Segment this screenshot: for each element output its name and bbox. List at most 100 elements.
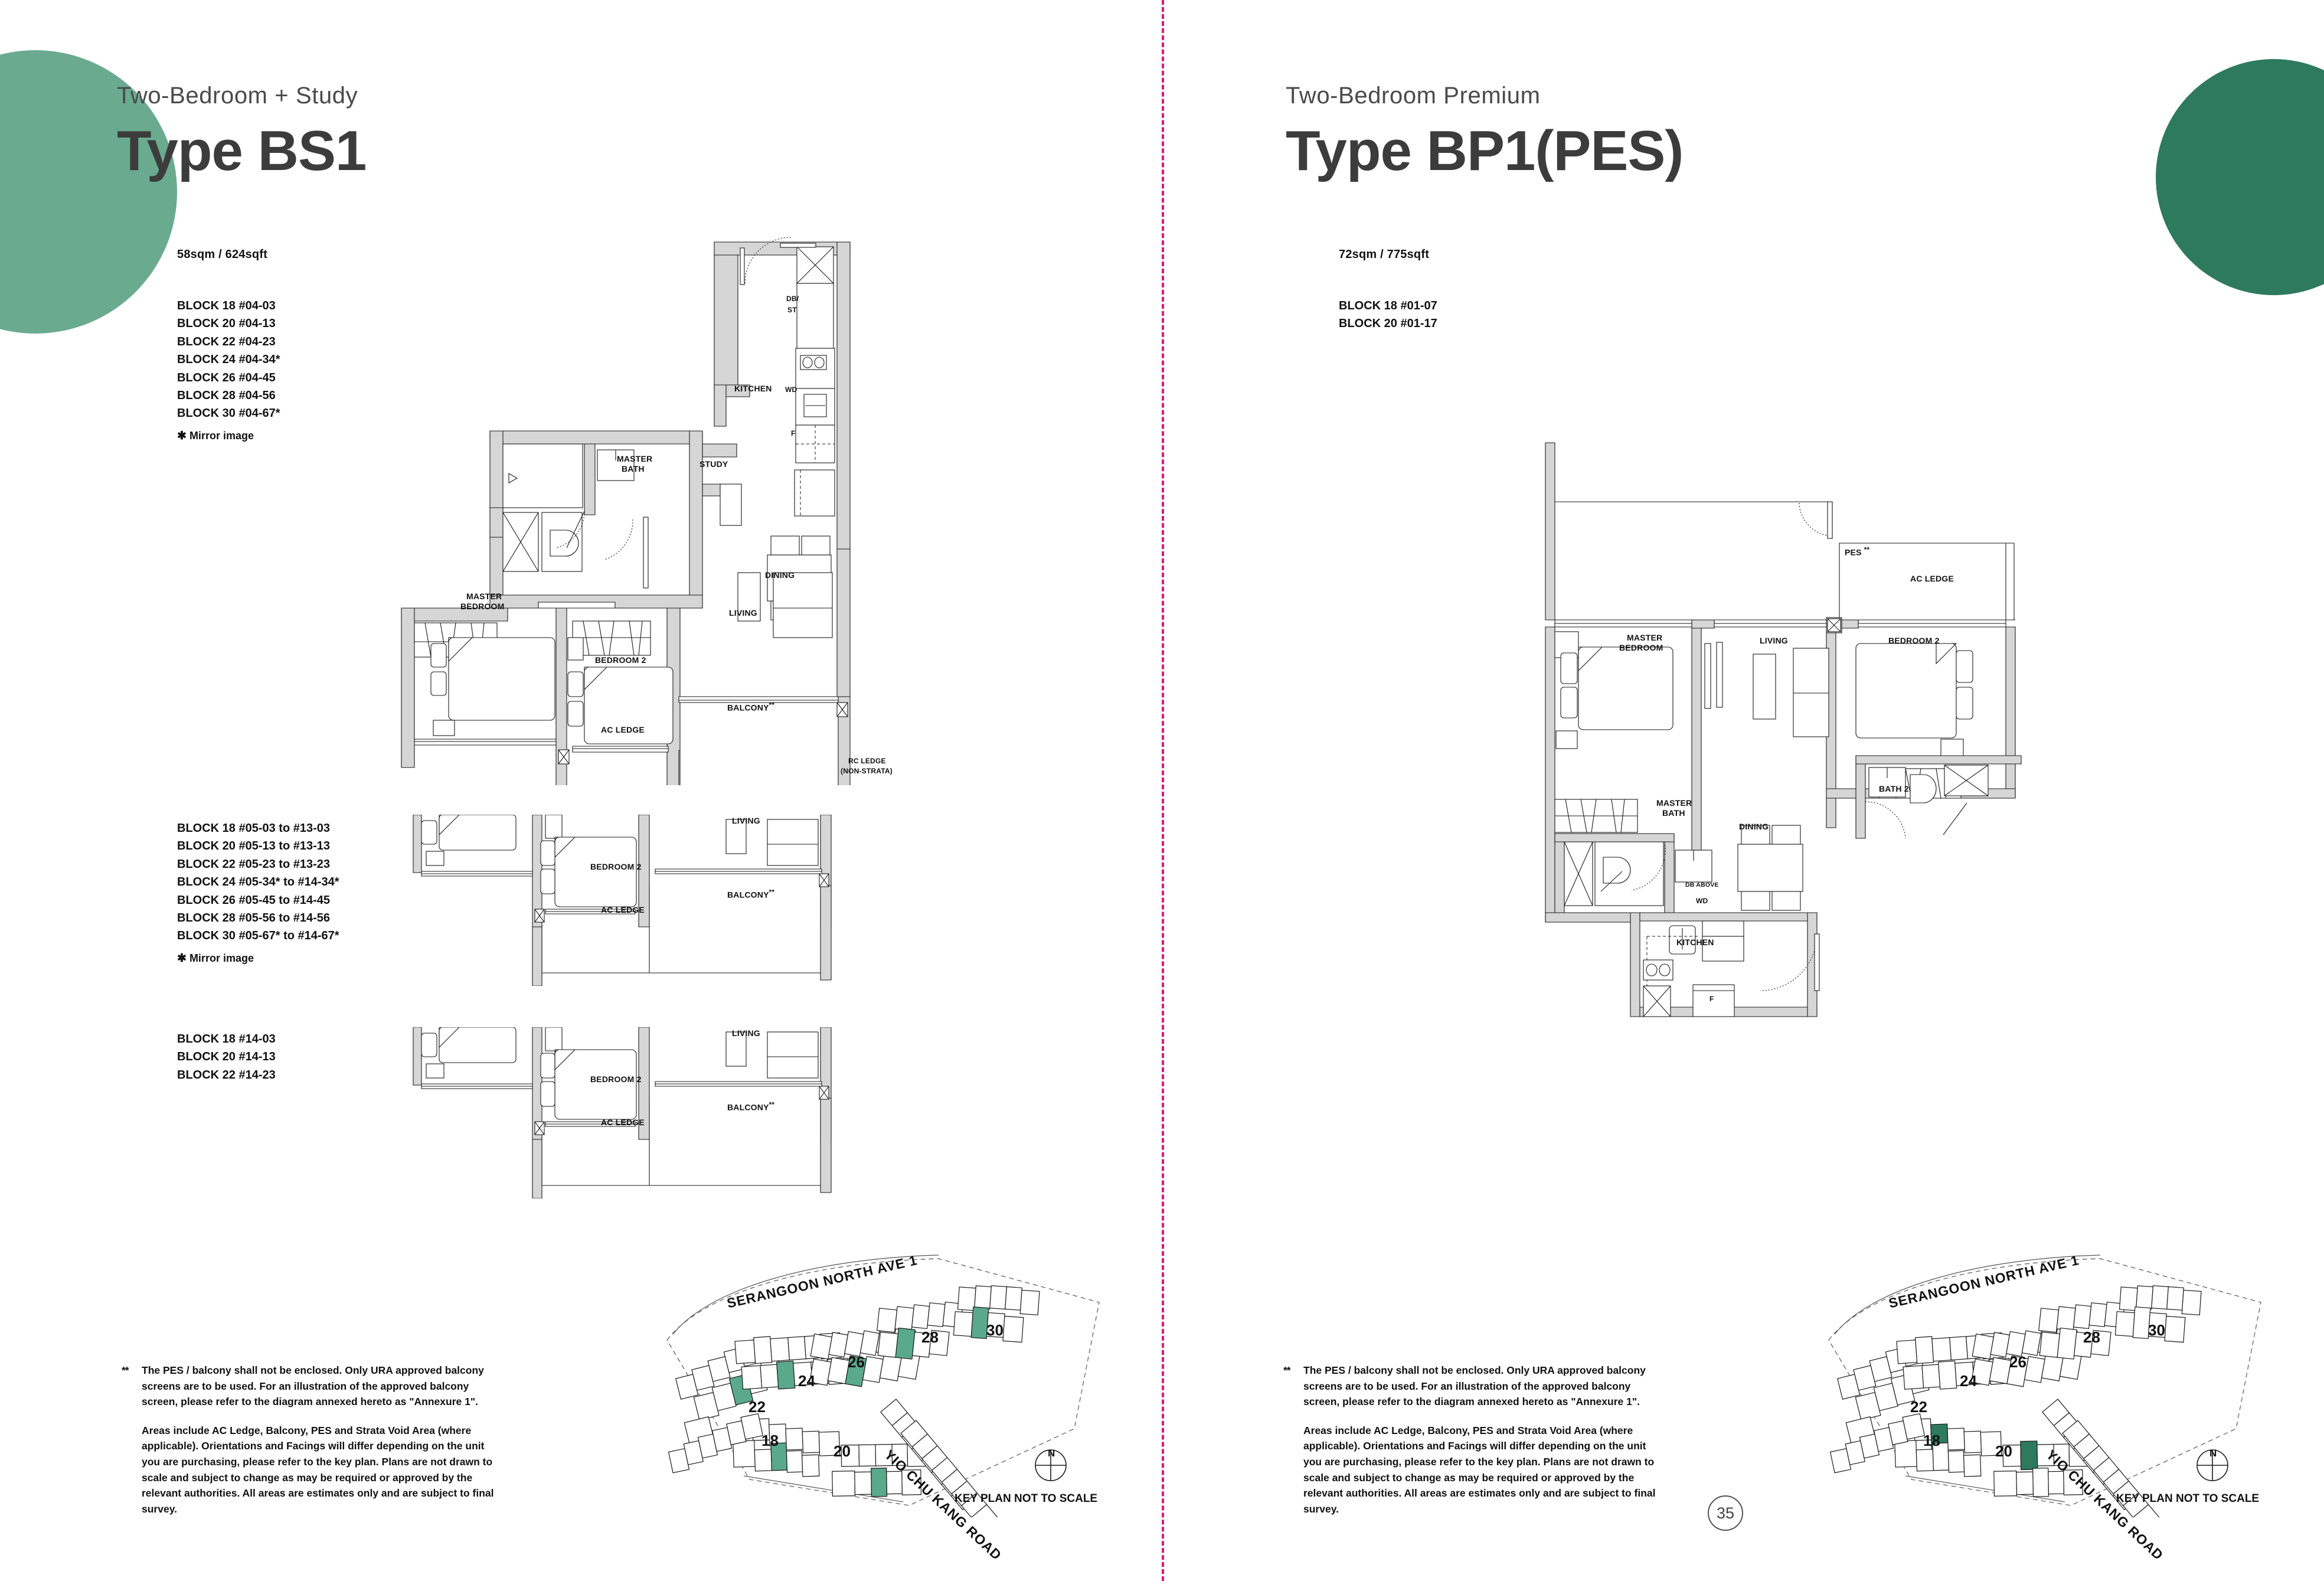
label-balcony: BALCONY** — [727, 1101, 775, 1112]
floor-plan-partial-3 — [407, 1027, 832, 1198]
label-bedroom-2: BEDROOM 2 — [590, 1074, 642, 1084]
block-line: BLOCK 26 #05-45 to #14-45 — [177, 893, 331, 907]
label-balcony: BALCONY** — [727, 701, 775, 713]
label-ac-ledge: AC LEDGE — [601, 905, 645, 914]
footnote-para-2: Areas include AC Ledge, Balcony, PES and… — [1283, 1423, 1661, 1517]
right-page: Two-Bedroom Premium Type BP1(PES) 72sqm … — [1162, 0, 2324, 1581]
key-plan-left — [661, 1252, 1110, 1517]
unit-category-label: Two-Bedroom Premium — [1286, 83, 1541, 109]
key-plan-block-30: 30 — [2148, 1321, 2165, 1339]
block-line: BLOCK 18 #01-07 — [1339, 299, 1437, 312]
block-line: BLOCK 22 #14-23 — [177, 1068, 276, 1082]
footnote-para-1-text: The PES / balcony shall not be enclosed.… — [142, 1364, 484, 1408]
key-plan-block-24: 24 — [798, 1372, 815, 1390]
key-plan-block-26: 26 — [2009, 1353, 2026, 1371]
key-plan-block-18: 18 — [761, 1432, 779, 1449]
balcony-footnote-mark: ** — [769, 889, 775, 896]
floor-plan-main-bs1 — [384, 230, 874, 785]
label-ac-ledge: AC LEDGE — [1910, 574, 1954, 583]
block-line: BLOCK 28 #05-56 to #14-56 — [177, 911, 331, 925]
label-db-above: DB ABOVE — [1685, 881, 1719, 889]
block-list-3: BLOCK 18 #14-03 BLOCK 20 #14-13 BLOCK 22… — [177, 1030, 276, 1084]
footnote-para-1: ** The PES / balcony shall not be enclos… — [122, 1363, 499, 1410]
right-page-header: Two-Bedroom Premium Type BP1(PES) — [1286, 83, 1684, 184]
label-dining: DINING — [765, 570, 795, 580]
label-master-bedroom-line2: BEDROOM — [1619, 643, 1663, 652]
label-living: LIVING — [729, 608, 757, 618]
block-line: BLOCK 24 #04-34* — [177, 353, 280, 367]
key-plan-block-18: 18 — [1923, 1432, 1940, 1449]
pes-footnote-mark: ** — [1864, 546, 1870, 554]
label-fridge: F — [791, 429, 796, 437]
label-bedroom-2: BEDROOM 2 — [590, 862, 642, 871]
label-kitchen: KITCHEN — [1676, 938, 1714, 947]
key-plan-block-20: 20 — [1995, 1442, 2012, 1460]
footnote-left: ** The PES / balcony shall not be enclos… — [122, 1363, 499, 1517]
block-line: BLOCK 20 #04-13 — [177, 317, 276, 331]
key-plan-block-26: 26 — [848, 1353, 865, 1371]
label-living: LIVING — [732, 816, 760, 825]
label-bath-2: BATH 2 — [1879, 784, 1909, 793]
label-pes: PES ** — [1845, 546, 1870, 557]
balcony-footnote-mark: ** — [769, 701, 775, 709]
block-line: BLOCK 24 #05-34* to #14-34* — [177, 876, 339, 889]
block-list-1: BLOCK 18 #01-07 BLOCK 20 #01-17 — [1339, 297, 1437, 333]
label-fridge: F — [1710, 995, 1714, 1003]
compass-north-label: N — [2209, 1448, 2217, 1459]
label-bedroom-2: BEDROOM 2 — [595, 655, 646, 665]
key-plan-block-20: 20 — [833, 1442, 851, 1460]
block-line: BLOCK 20 #01-17 — [1339, 317, 1437, 331]
label-rc-ledge-line2: (NON-STRATA) — [841, 767, 893, 775]
footnote-right: ** The PES / balcony shall not be enclos… — [1283, 1363, 1661, 1517]
block-line: BLOCK 18 #04-03 — [177, 299, 276, 312]
label-balcony: BALCONY** — [727, 889, 775, 900]
footnote-para-2: Areas include AC Ledge, Balcony, PES and… — [122, 1423, 499, 1517]
key-plan-right — [1823, 1252, 2271, 1517]
key-plan-block-22: 22 — [748, 1398, 766, 1416]
label-master-bedroom-line1: MASTER — [466, 592, 502, 601]
mirror-image-note: ✱ Mirror image — [177, 429, 254, 442]
footnote-asterisk-icon: ** — [122, 1364, 129, 1376]
label-ac-ledge: AC LEDGE — [601, 1118, 645, 1127]
block-line: BLOCK 28 #04-56 — [177, 388, 276, 402]
block-line: BLOCK 22 #04-23 — [177, 335, 276, 348]
label-db-st-line1: DB/ — [786, 295, 799, 303]
label-master-bath-line1: MASTER — [1656, 798, 1692, 808]
key-plan-block-30: 30 — [986, 1321, 1004, 1339]
label-db-st-line2: ST — [787, 306, 797, 314]
page-number: 35 — [1708, 1495, 1743, 1531]
key-plan-note: KEY PLAN NOT TO SCALE — [2116, 1492, 2260, 1505]
key-plan-note: KEY PLAN NOT TO SCALE — [955, 1492, 1098, 1505]
label-wd: WD — [785, 386, 797, 394]
key-plan-block-22: 22 — [1910, 1398, 1927, 1416]
mirror-image-note: ✱ Mirror image — [177, 952, 254, 965]
page-title: Type BP1(PES) — [1286, 119, 1684, 182]
footnote-para-1-text: The PES / balcony shall not be enclosed.… — [1303, 1364, 1646, 1408]
label-kitchen: KITCHEN — [734, 384, 772, 393]
block-line: BLOCK 18 #05-03 to #13-03 — [177, 822, 331, 835]
left-page: Two-Bedroom + Study Type BS1 58sqm / 624… — [117, 83, 1110, 1563]
label-dining: DINING — [1739, 822, 1769, 831]
block-line: BLOCK 30 #04-67* — [177, 407, 280, 420]
floor-plan-partial-2 — [407, 815, 832, 986]
label-living: LIVING — [1760, 636, 1788, 645]
label-ac-ledge: AC LEDGE — [601, 725, 645, 734]
block-line: BLOCK 30 #05-67* to #14-67* — [177, 929, 339, 943]
block-line: BLOCK 22 #05-23 to #13-23 — [177, 857, 331, 871]
floor-plan-main-bp1 — [1528, 437, 2024, 1021]
label-bedroom-2: BEDROOM 2 — [1888, 636, 1940, 645]
block-list-2: BLOCK 18 #05-03 to #13-03 BLOCK 20 #05-1… — [177, 819, 339, 968]
block-line: BLOCK 20 #14-13 — [177, 1050, 276, 1064]
footnote-para-2-text: Areas include AC Ledge, Balcony, PES and… — [142, 1424, 494, 1515]
unit-area-label: 58sqm / 624sqft — [177, 248, 268, 261]
left-page-header: Two-Bedroom + Study Type BS1 — [117, 83, 367, 184]
page-title: Type BS1 — [117, 119, 367, 182]
footnote-asterisk-icon: ** — [1283, 1364, 1291, 1376]
label-master-bath-line2: BATH — [622, 464, 645, 473]
label-master-bath-line1: MASTER — [617, 454, 653, 463]
label-master-bedroom-line2: BEDROOM — [460, 602, 505, 611]
block-line: BLOCK 20 #05-13 to #13-13 — [177, 840, 331, 853]
balcony-footnote-mark: ** — [769, 1101, 775, 1109]
key-plan-block-24: 24 — [1960, 1372, 1977, 1390]
